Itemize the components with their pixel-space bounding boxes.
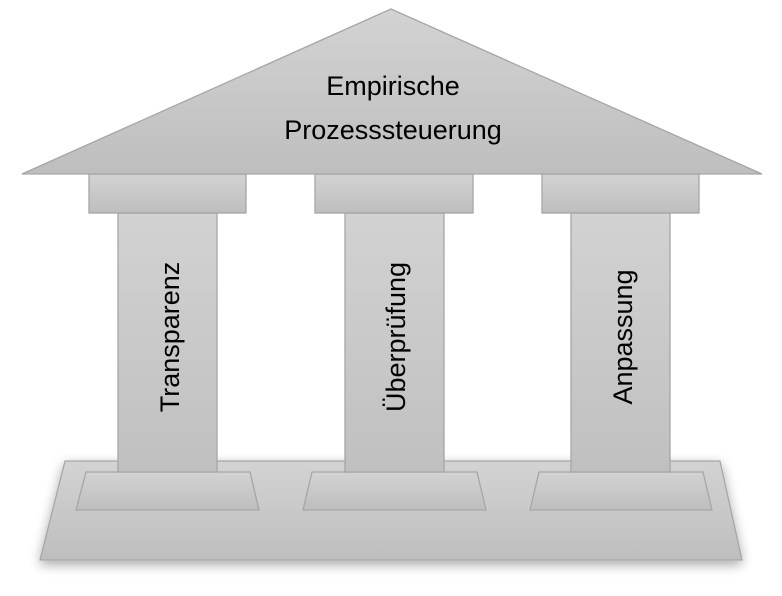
plinth-3 — [529, 471, 713, 511]
roof — [21, 8, 763, 175]
plinth-2 — [302, 471, 487, 511]
pillar-label-1: Transparenz — [155, 262, 185, 413]
roof-title-line2: Prozesssteuerung — [284, 115, 502, 145]
capital-1 — [88, 173, 247, 214]
roof-title-line1: Empirische — [326, 71, 460, 101]
plinth-1 — [75, 471, 260, 511]
pillar-3 — [570, 212, 671, 473]
pillar-2 — [344, 212, 445, 473]
pillar-1 — [117, 212, 218, 473]
pillar-label-2: Überprüfung — [381, 262, 411, 412]
capital-3 — [541, 173, 700, 214]
pillar-label-3: Anpassung — [608, 269, 638, 404]
capital-2 — [314, 173, 474, 214]
